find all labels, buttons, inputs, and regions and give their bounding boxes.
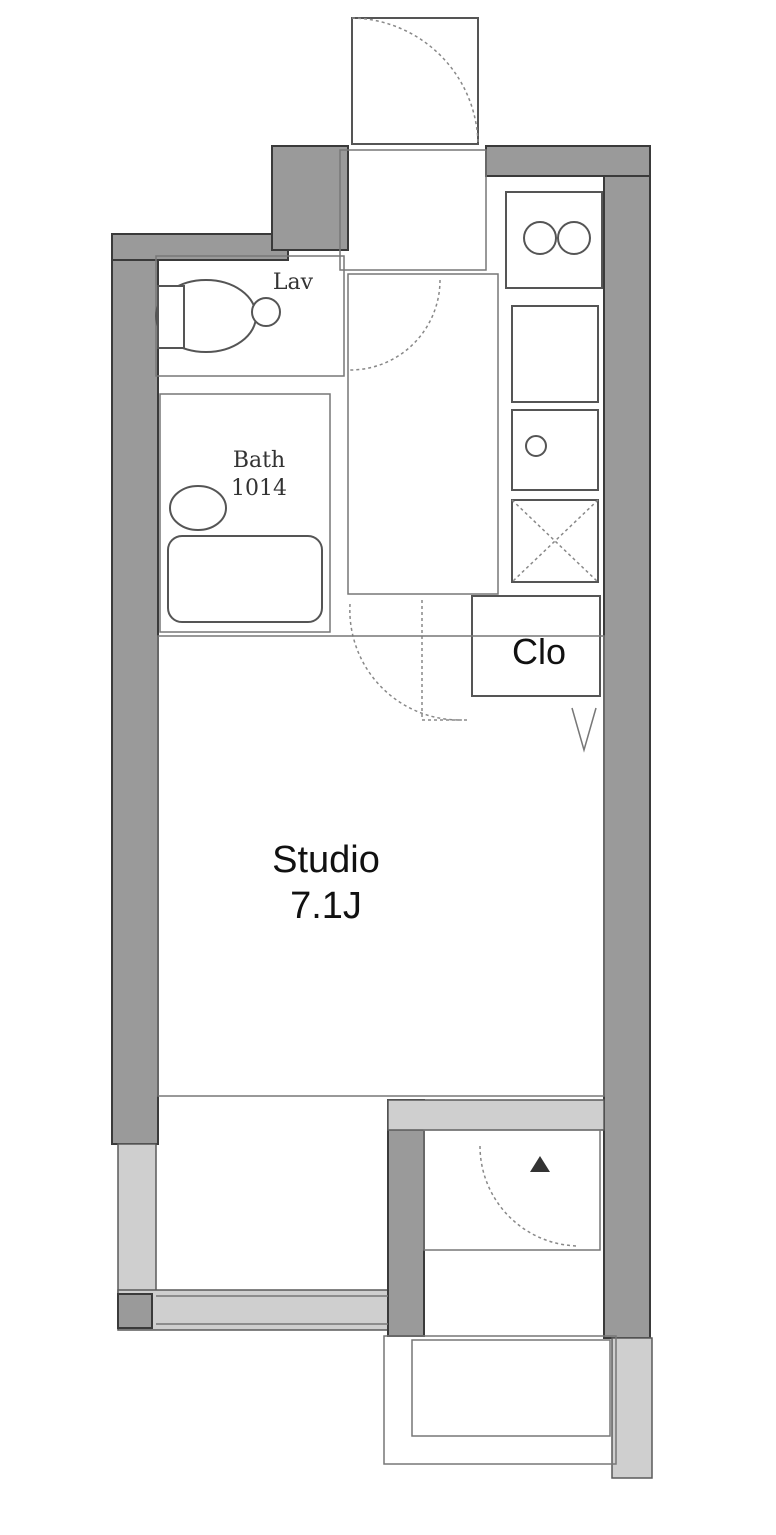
porch-door-swing xyxy=(351,17,479,145)
bath-label: Bath xyxy=(232,448,286,473)
lav-label: Lav xyxy=(272,270,314,295)
wall-bottom-column xyxy=(117,1293,153,1329)
wall-top-right xyxy=(485,145,651,177)
stove-burner-1 xyxy=(523,221,557,255)
closet-box xyxy=(471,595,601,697)
balcony-inner xyxy=(411,1339,611,1437)
porch xyxy=(351,17,479,145)
closet-label: Clo xyxy=(511,631,567,672)
wall-top-notch xyxy=(271,145,349,251)
toilet-tank xyxy=(157,285,185,349)
fridge-space xyxy=(511,499,599,583)
bath-room xyxy=(159,393,331,633)
bathtub xyxy=(167,535,323,623)
wall-left xyxy=(111,233,159,1145)
triangle-icon xyxy=(530,1156,550,1172)
wall-right xyxy=(603,147,651,1339)
balcony-outline xyxy=(383,1335,617,1465)
balcony-room xyxy=(423,1129,601,1251)
bath-size-label: 1014 xyxy=(231,476,287,501)
studio-size-label: 7.1J xyxy=(290,885,362,927)
wall-right-lower xyxy=(611,1337,653,1479)
wall-balcony-divider xyxy=(387,1099,425,1337)
closet-marker xyxy=(571,707,597,753)
lav-sink xyxy=(251,297,281,327)
balcony-door-swing xyxy=(479,1145,579,1247)
kitchen-counter xyxy=(511,305,599,403)
wall-balcony-top xyxy=(387,1099,605,1131)
closet-door-swing xyxy=(421,600,470,721)
corridor-door-swing xyxy=(349,603,463,721)
corridor xyxy=(347,273,499,595)
bath-faucet xyxy=(169,485,227,531)
wall-left-lower xyxy=(117,1143,157,1295)
entrance-door-swing xyxy=(349,279,441,371)
studio-room xyxy=(157,635,605,1097)
stove-burner-2 xyxy=(557,221,591,255)
kitchen-sink xyxy=(511,409,599,491)
studio-label: Studio xyxy=(272,839,380,881)
fridge-cross xyxy=(511,499,599,583)
entrance-floor xyxy=(339,149,487,271)
sink-drain xyxy=(525,435,547,457)
